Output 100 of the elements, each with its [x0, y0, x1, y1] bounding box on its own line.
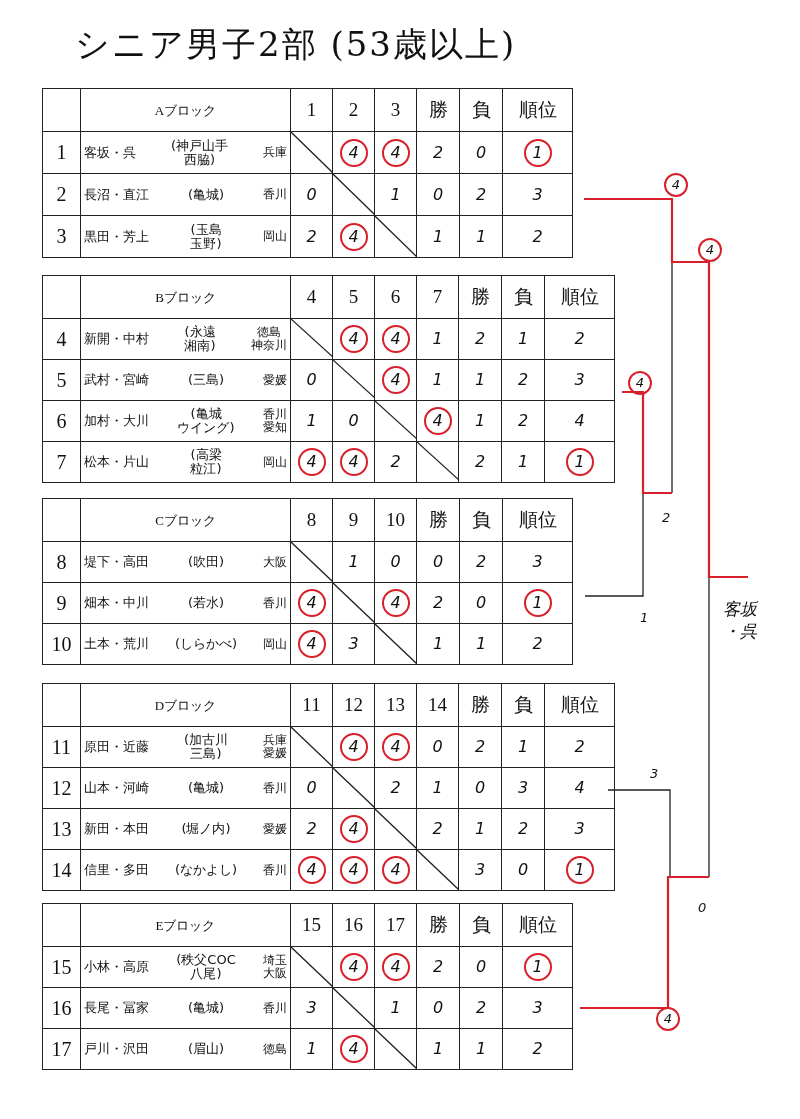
wins: 0 — [473, 777, 487, 799]
prefecture: 兵庫愛媛 — [263, 734, 287, 760]
wins: 0 — [431, 183, 445, 206]
losses: 0 — [474, 592, 488, 614]
prefecture: 香川 — [263, 863, 287, 877]
player-names: 小林・高原 — [84, 958, 149, 976]
score: 1 — [305, 410, 318, 432]
column-header: 17 — [386, 914, 405, 935]
circled-score: 4 — [381, 733, 410, 761]
club-name: (亀城ウイング) — [177, 407, 235, 435]
circled-score: 4 — [339, 325, 368, 353]
column-header: 順位 — [560, 694, 599, 715]
losses: 0 — [474, 956, 488, 978]
player-names: 畑本・中川 — [84, 594, 149, 612]
circled-score: 4 — [297, 856, 326, 884]
circled-score: 1 — [523, 953, 552, 981]
prefecture: 愛媛 — [263, 373, 287, 387]
club-name: (亀城) — [187, 781, 225, 795]
rank: 2 — [531, 1038, 544, 1060]
score: 0 — [305, 183, 318, 206]
column-header: 負 — [471, 99, 491, 120]
wins: 1 — [473, 369, 487, 391]
column-header: 6 — [390, 286, 401, 307]
score: 1 — [431, 328, 444, 350]
column-header: 13 — [386, 694, 405, 715]
player-names: 信里・多田 — [84, 861, 149, 879]
losses: 1 — [516, 328, 530, 350]
player-number: 11 — [51, 735, 72, 758]
block-name: Eブロック — [155, 917, 216, 933]
player-number: 14 — [51, 858, 72, 881]
circled-score: 4 — [628, 371, 652, 395]
player-number: 17 — [51, 1037, 72, 1060]
column-header: 9 — [348, 509, 359, 530]
circled-score: 4 — [339, 1035, 368, 1063]
player-names: 黒田・芳上 — [84, 227, 149, 246]
prefecture: 大阪 — [263, 555, 287, 569]
circled-score: 4 — [656, 1007, 680, 1031]
column-header: 負 — [513, 286, 533, 307]
rank: 2 — [531, 225, 544, 248]
wins: 0 — [431, 551, 445, 573]
score: 2 — [305, 818, 318, 840]
wins: 3 — [473, 859, 487, 881]
circled-score: 1 — [565, 856, 594, 884]
circled-score: 4 — [339, 448, 368, 476]
column-header: 順位 — [518, 914, 557, 935]
wins: 0 — [431, 997, 445, 1019]
prefecture: 愛媛 — [263, 822, 287, 836]
circled-score: 4 — [339, 815, 368, 843]
losses: 3 — [516, 777, 530, 799]
column-header: 勝 — [428, 509, 448, 530]
score: 1 — [389, 997, 402, 1019]
circled-score: 4 — [381, 366, 410, 394]
circled-score: 4 — [339, 856, 368, 884]
circled-score: 4 — [381, 589, 410, 617]
score: 0 — [431, 736, 444, 758]
club-name: (しらかべ) — [174, 637, 238, 651]
player-number: 6 — [56, 409, 67, 432]
prefecture: 徳島神奈川 — [251, 326, 287, 352]
club-name: (永遠湘南) — [184, 325, 216, 353]
wins: 2 — [473, 736, 487, 758]
prefecture: 徳島 — [263, 1042, 287, 1056]
wins: 1 — [473, 818, 487, 840]
prefecture: 香川 — [263, 188, 287, 201]
circled-score: 4 — [381, 138, 410, 167]
column-header: 順位 — [560, 286, 599, 307]
player-number: 4 — [56, 327, 67, 350]
sheet-title: シニア男子2部 (53歳以上) — [75, 23, 517, 66]
player-names: 新田・本田 — [84, 820, 149, 838]
column-header: 4 — [306, 286, 317, 307]
club-name: (若水) — [187, 596, 225, 610]
circled-score: 4 — [339, 953, 368, 981]
score: 0 — [305, 777, 318, 799]
rank: 3 — [573, 369, 586, 391]
losses: 2 — [474, 183, 488, 206]
prefecture: 岡山 — [263, 230, 287, 243]
column-header: 負 — [471, 914, 491, 935]
club-name: (堀ノ内) — [181, 822, 231, 836]
score: 0 — [347, 410, 360, 432]
player-names: 長尾・冨家 — [84, 999, 149, 1017]
circled-score: 1 — [523, 138, 552, 167]
column-header: 8 — [306, 509, 317, 530]
circled-score: 4 — [664, 173, 688, 197]
match-score: 1 — [640, 610, 649, 625]
score: 1 — [389, 183, 402, 206]
match-score: 2 — [662, 510, 671, 525]
rank: 2 — [573, 736, 586, 758]
prefecture: 埼玉大阪 — [263, 954, 287, 980]
score: 1 — [305, 1038, 318, 1060]
losses: 1 — [474, 225, 488, 248]
rank: 4 — [573, 777, 586, 799]
wins: 2 — [473, 451, 487, 473]
player-names: 加村・大川 — [84, 412, 149, 430]
column-header: 負 — [471, 509, 491, 530]
column-header: 勝 — [428, 99, 448, 120]
column-header: 勝 — [470, 694, 490, 715]
club-name: (高梁粒江) — [190, 448, 222, 476]
circled-score: 1 — [523, 589, 552, 617]
club-name: (玉島玉野) — [190, 222, 222, 251]
wins: 1 — [473, 410, 487, 432]
club-name: (亀城) — [187, 1001, 225, 1015]
